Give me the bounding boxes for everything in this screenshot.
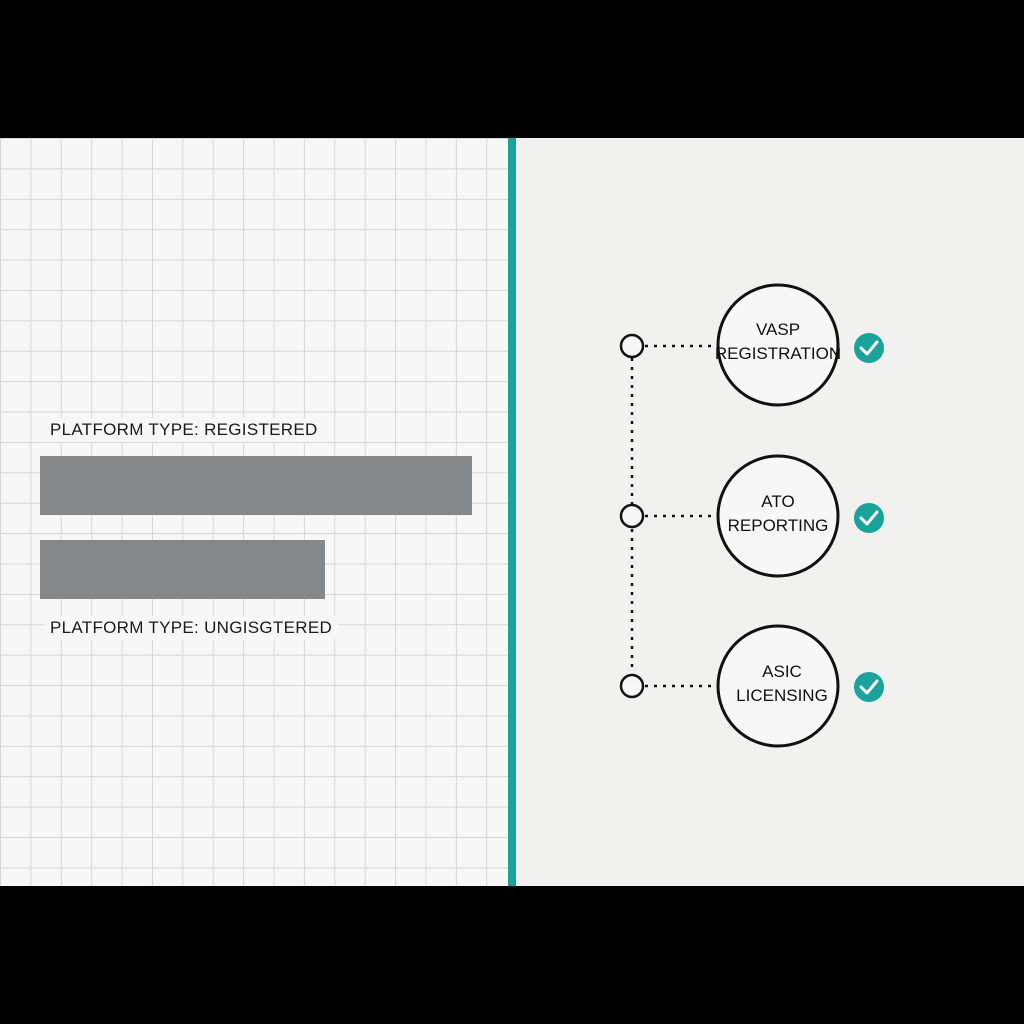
node-subtitle: REPORTING bbox=[728, 516, 829, 535]
node-title: ATO bbox=[761, 492, 794, 511]
node-subtitle: LICENSING bbox=[736, 686, 828, 705]
node-subtitle: REGISTRATION bbox=[715, 344, 841, 363]
bar-label-unregistered: PLATFORM TYPE: UNGISGTERED bbox=[44, 616, 339, 640]
node-circle bbox=[716, 283, 840, 407]
platform-comparison-panel: PLATFORM TYPE: REGISTERED PLATFORM TYPE:… bbox=[0, 138, 508, 886]
bar-unregistered bbox=[40, 540, 325, 599]
node-circle bbox=[716, 624, 840, 748]
compliance-flow-diagram: VASP REGISTRATION ATO REPORTING ASIC bbox=[619, 283, 884, 748]
junction-circle bbox=[619, 503, 645, 529]
check-icon bbox=[854, 672, 884, 702]
junction-circle bbox=[619, 673, 645, 699]
panel-divider bbox=[508, 138, 516, 886]
junction-circle bbox=[619, 333, 645, 359]
node-circle bbox=[716, 454, 840, 578]
flow-node-asic: ASIC LICENSING bbox=[619, 624, 884, 748]
diagram-frame: PLATFORM TYPE: REGISTERED PLATFORM TYPE:… bbox=[0, 138, 1024, 886]
check-icon bbox=[854, 333, 884, 363]
node-title: VASP bbox=[756, 320, 800, 339]
check-icon bbox=[854, 503, 884, 533]
bar-registered bbox=[40, 456, 472, 515]
node-title: ASIC bbox=[762, 662, 802, 681]
bar-label-registered: PLATFORM TYPE: REGISTERED bbox=[44, 418, 324, 442]
flow-node-ato: ATO REPORTING bbox=[619, 454, 884, 578]
flow-node-vasp: VASP REGISTRATION bbox=[619, 283, 884, 407]
